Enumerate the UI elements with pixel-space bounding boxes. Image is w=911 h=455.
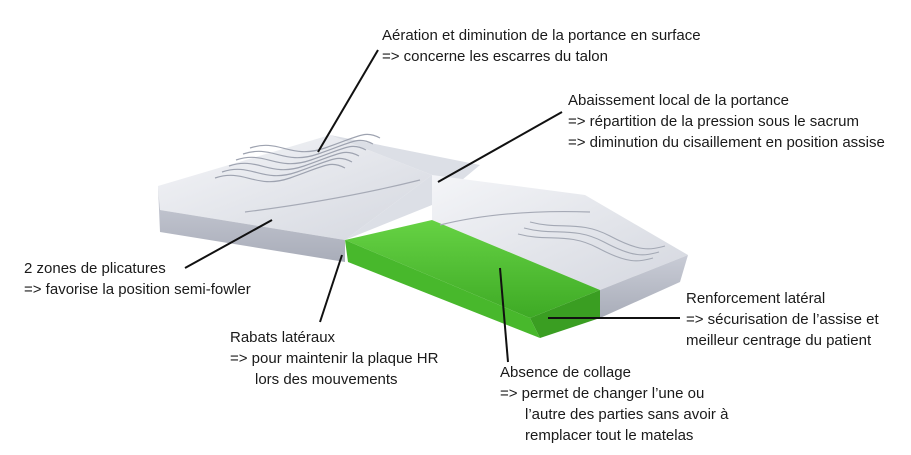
label-abaissement-title: Abaissement local de la portance <box>568 92 789 109</box>
wave-line <box>235 145 367 165</box>
label-renforcement-title: Renforcement latéral <box>686 290 826 307</box>
wave-line <box>249 133 381 153</box>
wave-pattern-head <box>214 133 381 183</box>
leader-plicatures <box>184 219 273 269</box>
label-rabats-detail-2: lors des mouvements <box>255 371 398 388</box>
foam-head-top <box>158 135 432 240</box>
label-rabats: Rabats latéraux => pour maintenir la pla… <box>230 327 438 390</box>
wave-line <box>221 157 353 177</box>
label-collage-detail-2: l’autre des parties sans avoir à <box>525 406 729 423</box>
foam-foot-side <box>600 255 688 318</box>
label-plicatures-title: 2 zones de plicatures <box>24 260 166 277</box>
label-abaissement: Abaissement local de la portance => répa… <box>568 90 885 153</box>
foam-mid-top <box>330 135 480 240</box>
leader-aeration <box>317 49 379 153</box>
foam-foot-top <box>432 175 688 290</box>
wave-line <box>523 227 660 256</box>
label-collage: Absence de collage => permet de changer … <box>500 362 728 446</box>
wave-line <box>242 139 374 159</box>
green-plate-top <box>345 220 600 318</box>
label-renforcement-detail-1: => sécurisation de l’assise et <box>686 311 879 328</box>
foam-foot-section <box>432 175 688 318</box>
label-collage-title: Absence de collage <box>500 364 631 381</box>
leader-abaissement <box>437 111 563 183</box>
label-abaissement-detail-1: => répartition de la pression sous le sa… <box>568 113 859 130</box>
foam-head-section <box>158 135 432 262</box>
leader-collage <box>499 267 509 363</box>
plicature-seam <box>244 179 421 213</box>
label-aeration: Aération et diminution de la portance en… <box>382 25 701 67</box>
wave-line <box>214 163 346 183</box>
label-plicatures: 2 zones de plicatures => favorise la pos… <box>24 258 251 300</box>
label-plicatures-detail: => favorise la position semi-fowler <box>24 281 251 298</box>
label-rabats-title: Rabats latéraux <box>230 329 336 346</box>
green-plate-end <box>530 290 600 338</box>
foam-head-side <box>158 186 345 262</box>
label-aeration-title: Aération et diminution de la portance en… <box>382 27 701 44</box>
label-rabats-detail-1: => pour maintenir la plaque HR <box>230 350 439 367</box>
green-hr-plate <box>345 220 600 338</box>
label-renforcement-detail-2: meilleur centrage du patient <box>686 332 872 349</box>
leader-rabats <box>319 254 343 323</box>
wave-line <box>529 221 666 250</box>
wave-pattern-foot <box>517 221 666 262</box>
leader-lines <box>184 49 680 363</box>
green-plate-front <box>345 240 540 338</box>
label-abaissement-detail-2: => diminution du cisaillement en positio… <box>568 134 885 151</box>
label-collage-detail-3: remplacer tout le matelas <box>525 427 694 444</box>
label-collage-detail-1: => permet de changer l’une ou <box>500 385 705 402</box>
wave-line <box>517 233 654 262</box>
label-aeration-detail: => concerne les escarres du talon <box>382 48 608 65</box>
wave-line <box>228 151 360 171</box>
label-renforcement: Renforcement latéral => sécurisation de … <box>686 288 879 351</box>
plicature-seam <box>439 210 591 226</box>
